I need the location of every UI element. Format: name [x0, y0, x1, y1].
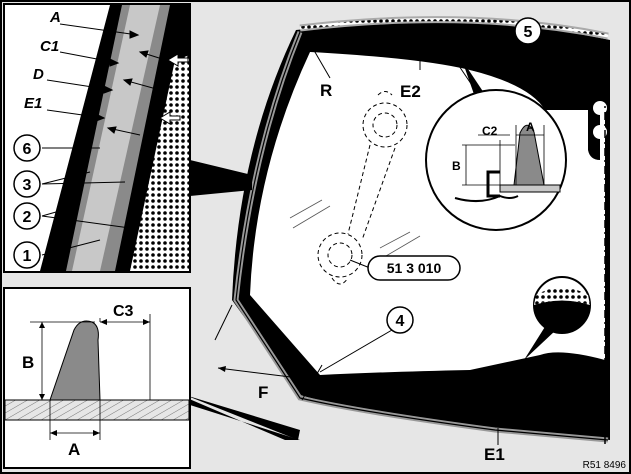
inset-outline-arrows [159, 53, 189, 125]
label-e2: E2 [400, 82, 421, 101]
bead-pointer-2 [185, 395, 300, 440]
inset-dot-frit [130, 55, 189, 271]
c3-arrow [143, 319, 150, 325]
callout-3-number: 3 [23, 177, 32, 194]
part-number-tag: 51 3 010 [349, 255, 461, 281]
callout-1-number: 1 [23, 248, 32, 265]
label-b-section: B [22, 353, 34, 372]
a-arrow [50, 430, 57, 436]
reflection-mark [289, 199, 323, 219]
callout-2: 2 [13, 202, 41, 230]
detail-c2-lip [454, 194, 519, 202]
detail-c2-circle [425, 89, 567, 231]
inset-pointer [190, 160, 252, 196]
figure-id: R51 8496 [583, 460, 627, 471]
inset-leaders [41, 147, 131, 256]
mirror-mount-dashed [317, 91, 408, 285]
callout-1: 1 [13, 241, 41, 269]
f-arrow-right [306, 376, 315, 382]
label-d: D [33, 66, 44, 83]
label-c1: C1 [40, 38, 59, 55]
mount-hole [593, 125, 607, 139]
callout-5-number: 5 [524, 24, 533, 41]
label-e1-bottom: E1 [484, 445, 505, 464]
f-dimension-line [217, 367, 316, 381]
reflection-mark [379, 231, 411, 249]
callout-4-number: 4 [396, 313, 405, 330]
reflection-mark [292, 205, 331, 229]
label-e1: E1 [24, 95, 42, 112]
mirror-base-band [470, 67, 600, 160]
label-c2: C2 [482, 124, 498, 138]
reflection-mark [385, 235, 421, 257]
e2-arrow [417, 44, 423, 50]
callout-6: 6 [13, 134, 41, 162]
bead-section-detail [3, 287, 300, 469]
label-a-section: A [68, 440, 80, 459]
r-leader [307, 39, 331, 79]
dots-pointer [524, 322, 556, 360]
detail-c2-bead [513, 124, 545, 186]
dots-black [534, 300, 590, 333]
label-b-detail: B [452, 159, 461, 173]
bead-glass [4, 399, 190, 421]
inset-light-gray [72, 5, 160, 271]
f-extension-line [301, 364, 323, 401]
callout-5: 5 [469, 17, 542, 59]
upper-trim-dots [299, 18, 609, 38]
callout-2-number: 2 [23, 209, 32, 226]
b-arrow [39, 394, 45, 400]
detail-c2-callout [425, 59, 567, 231]
glass-edge-line [235, 31, 609, 441]
label-f: F [258, 383, 268, 402]
c3-arrow [100, 319, 107, 325]
detail-c2-trim [486, 170, 500, 198]
b-arrow [39, 322, 45, 328]
a-arrow [93, 430, 100, 436]
label-a-detail: A [526, 120, 535, 134]
callout-3: 3 [13, 170, 41, 198]
f-extension-line [214, 304, 233, 341]
detail-c2-pointer [462, 60, 486, 100]
callout-4: 4 [319, 306, 414, 373]
detail-c2-glass [499, 184, 561, 193]
label-c3: C3 [113, 303, 134, 320]
inset-labels: A C1 D E1 [24, 9, 61, 112]
f-arrow-left [218, 366, 226, 372]
part-number-text: 51 3 010 [387, 260, 442, 276]
label-a: A [49, 9, 61, 26]
dots-gradient [534, 287, 590, 305]
callout-6-number: 6 [23, 141, 32, 158]
label-r: R [320, 81, 332, 100]
detail-dots-callout [524, 276, 591, 360]
mount-hole [593, 101, 607, 115]
